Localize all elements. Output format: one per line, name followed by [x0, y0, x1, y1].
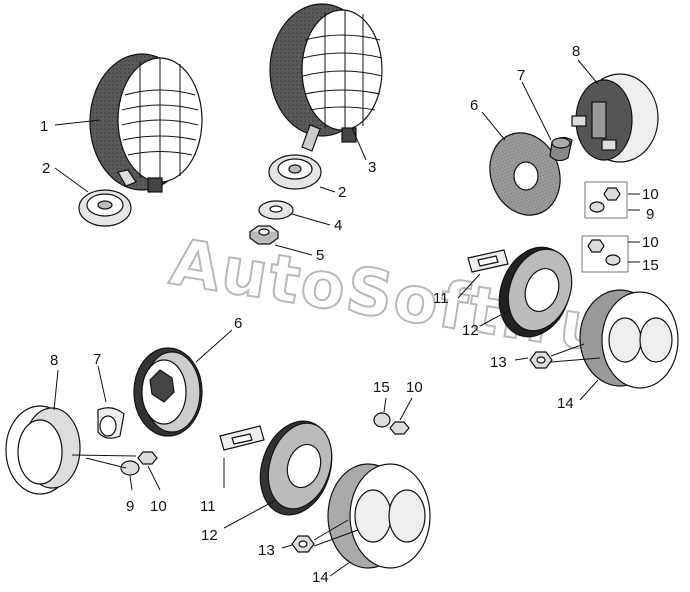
- callout-12: 12: [462, 322, 479, 339]
- callout-1: 1: [40, 118, 48, 135]
- callout-12: 12: [201, 527, 218, 544]
- callout-labels: 1 2 3 2 4 5 6 7 8 10 9 10 15 11 12 13 14…: [40, 43, 659, 586]
- rubber-grommet-left: [78, 189, 132, 227]
- callout-14: 14: [557, 395, 574, 412]
- plate-11-bottom: [219, 425, 265, 451]
- callout-10: 10: [150, 498, 167, 515]
- lamp-14-top: [579, 289, 679, 389]
- callout-2: 2: [42, 160, 50, 177]
- callout-15: 15: [373, 379, 390, 396]
- callout-10: 10: [406, 379, 423, 396]
- nut-center: [249, 225, 279, 245]
- callout-9: 9: [646, 206, 654, 223]
- callout-10: 10: [642, 186, 659, 203]
- callout-13: 13: [258, 542, 275, 559]
- nut-13-top: [529, 351, 553, 369]
- callout-7: 7: [517, 67, 525, 84]
- callout-4: 4: [334, 217, 342, 234]
- callout-9: 9: [126, 498, 134, 515]
- callout-2: 2: [338, 184, 346, 201]
- leader-lines: [53, 59, 640, 577]
- gasket-ring-6-left: [133, 347, 203, 437]
- callout-13: 13: [490, 354, 507, 371]
- callout-10: 10: [642, 234, 659, 251]
- ring-12-top: [498, 246, 573, 338]
- callout-8: 8: [572, 43, 580, 60]
- gasket-ring-6-top: [489, 132, 561, 216]
- lamp-14-bottom: [327, 463, 431, 569]
- nut-13-bottom: [291, 535, 315, 553]
- box-nut-washer-mid: [581, 235, 629, 273]
- callout-8: 8: [50, 352, 58, 369]
- washer-nut-bottom: [373, 412, 410, 435]
- callout-6: 6: [470, 97, 478, 114]
- callout-5: 5: [316, 247, 324, 264]
- washer-center: [258, 200, 294, 220]
- callout-7: 7: [93, 351, 101, 368]
- callout-15: 15: [642, 257, 659, 274]
- ring-12-bottom: [259, 420, 333, 516]
- socket-7-left: [97, 407, 125, 439]
- lamp-housing-8-left: [5, 405, 81, 495]
- headlamp-left: [89, 53, 203, 193]
- grommet-center: [268, 154, 322, 190]
- plate-11-top: [467, 249, 509, 273]
- callout-11: 11: [200, 498, 216, 515]
- callout-6: 6: [234, 315, 242, 332]
- lamp-housing-8-top: [571, 73, 659, 163]
- box-nut-washer-top: [584, 181, 628, 219]
- washer-nut-left: [120, 451, 158, 476]
- callout-11: 11: [433, 290, 449, 307]
- callout-14: 14: [312, 569, 329, 586]
- headlamp-center: [269, 3, 383, 152]
- socket-7-top: [549, 136, 573, 162]
- callout-3: 3: [368, 159, 376, 176]
